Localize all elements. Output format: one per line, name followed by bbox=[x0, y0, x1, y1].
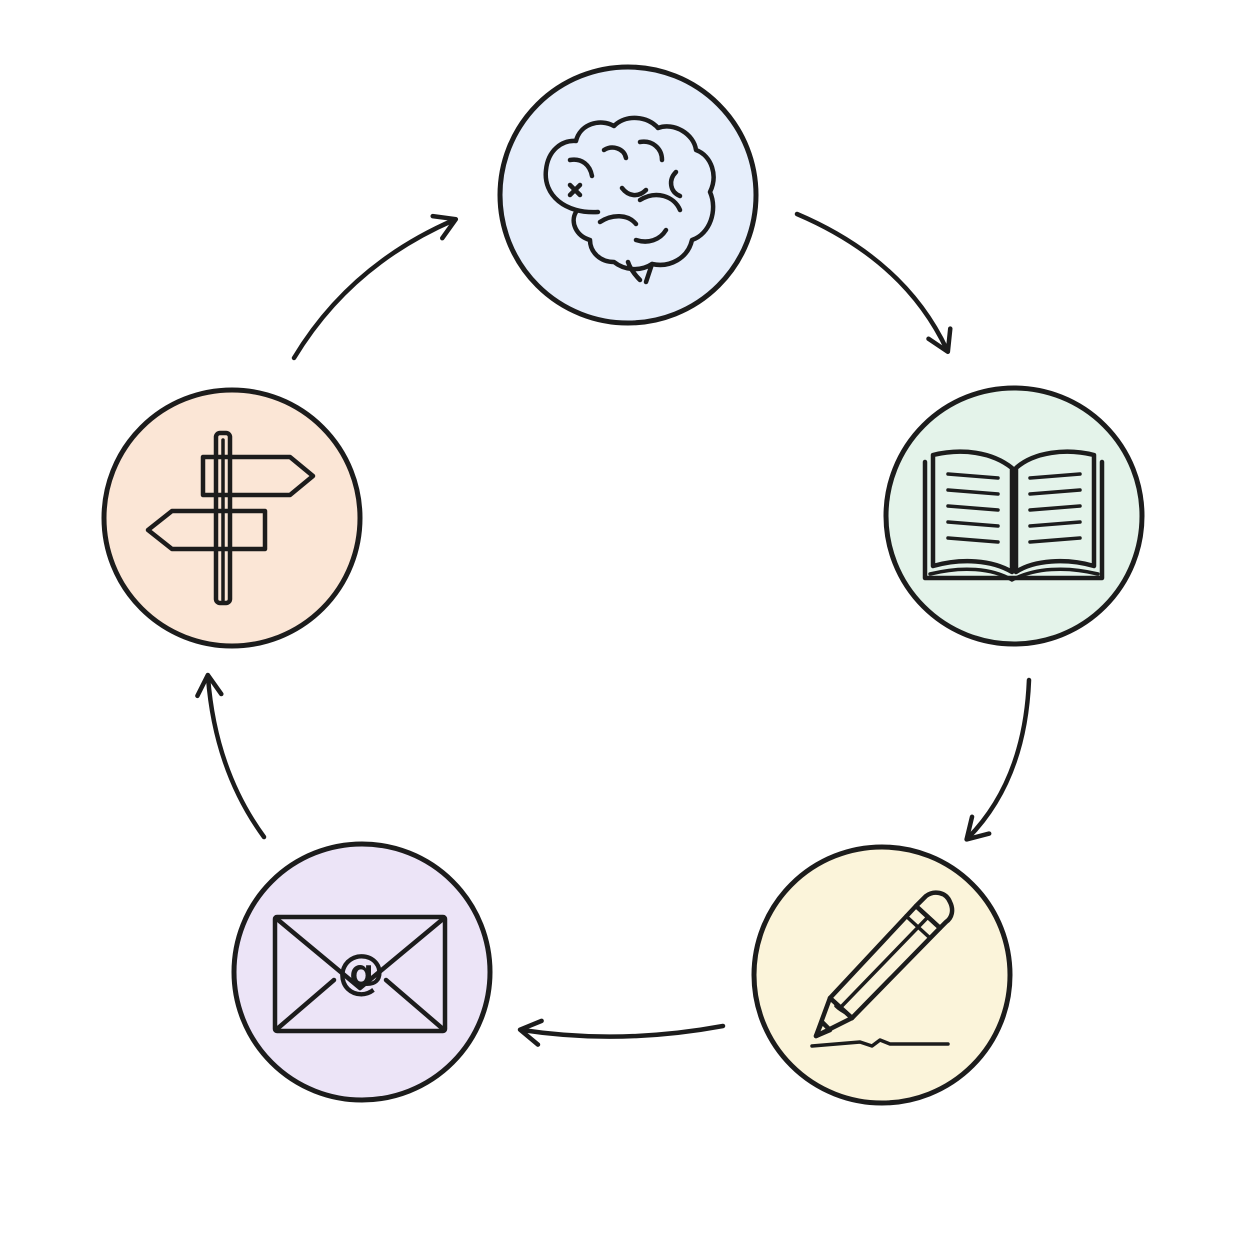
node-think bbox=[497, 64, 759, 326]
arrow-think-to-read bbox=[794, 211, 953, 355]
node-circle bbox=[751, 844, 1013, 1106]
signpost-icon bbox=[145, 430, 316, 606]
arrow-write-to-send bbox=[517, 1018, 726, 1047]
pencil-icon bbox=[810, 890, 955, 1048]
arrow-read-to-write bbox=[964, 677, 1032, 842]
email-envelope-icon: @ bbox=[272, 914, 448, 1034]
node-circle bbox=[231, 841, 493, 1103]
brain-icon bbox=[543, 115, 716, 285]
node-write bbox=[751, 844, 1013, 1106]
node-read bbox=[883, 385, 1145, 647]
open-book-icon bbox=[922, 449, 1105, 582]
arrow-send-to-decide bbox=[195, 672, 267, 840]
node-decide bbox=[101, 387, 363, 649]
arrow-decide-to-think bbox=[291, 213, 459, 361]
node-send: @ bbox=[231, 841, 493, 1103]
at-symbol: @ bbox=[337, 944, 385, 1000]
cycle-arrows bbox=[195, 211, 1032, 1047]
